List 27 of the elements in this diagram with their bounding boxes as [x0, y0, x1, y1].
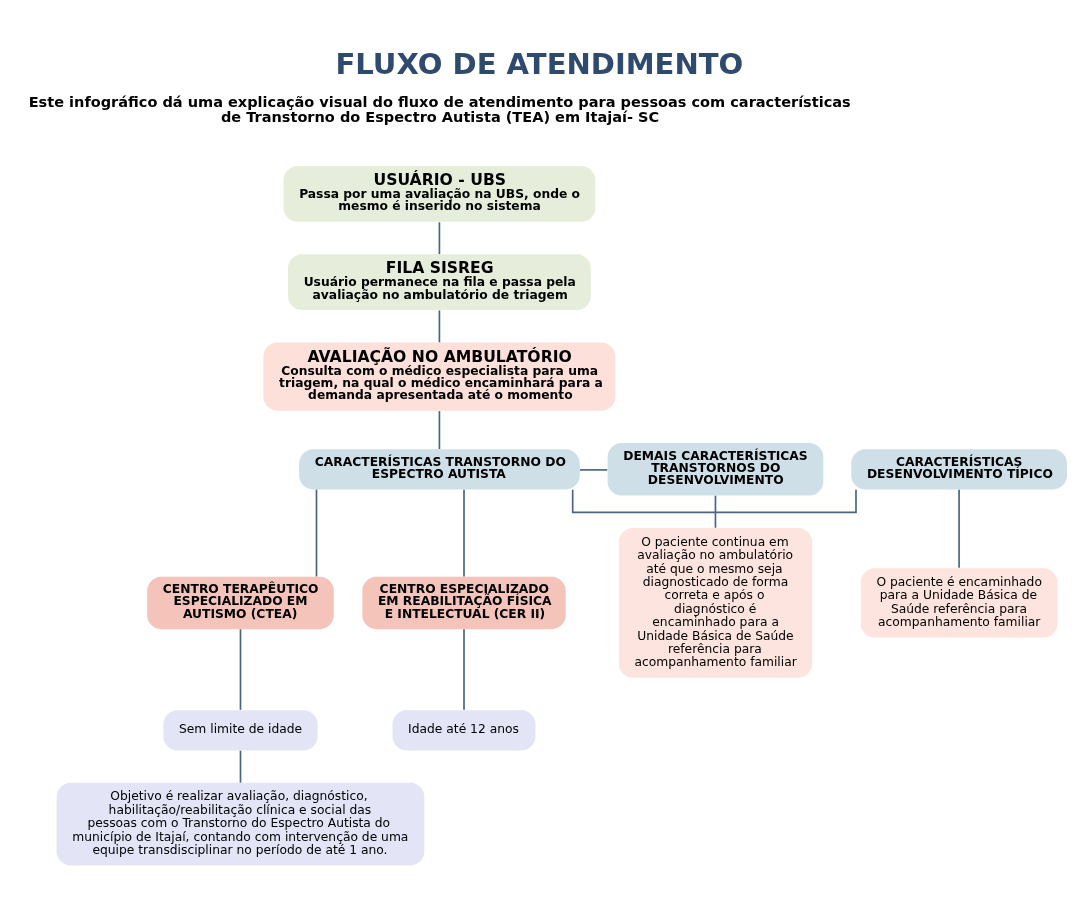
node-box: Sem limite de idade	[163, 710, 318, 751]
node-box: O paciente continua em avaliação no ambulatório até que o mesmo seja diagnosticado de forma correta e após o diagnóstico é encaminhado para a Unidade Básica de Saúde referência para acompanhamento familiar	[618, 528, 813, 678]
node-box: DEMAIS CARACTERÍSTICAS TRANSTORNOS DO DESENVOLVIMENTO	[607, 443, 824, 496]
node-box: Objetivo é realizar avaliação, diagnóstico, habilitação/reabilitação clínica e social das pessoas com o Transtorno do Espectro Autista do município de Itajaí, contando com intervenção de uma equipe transdisciplinar no período de até 1 ano.	[56, 782, 425, 866]
connector	[714, 494, 717, 529]
connector	[571, 489, 857, 514]
node-box: Idade até 12 anos	[392, 710, 536, 751]
connector	[438, 221, 441, 255]
diagram-title: FLUXO DE ATENDIMENTO	[335, 47, 744, 82]
connector	[315, 488, 318, 578]
connector	[438, 309, 441, 344]
node-box: CARACTERÍSTICAS TRANSTORNO DO ESPECTRO AUTISTA	[299, 449, 580, 490]
node-box: CENTRO ESPECIALIZADO EM REABILITAÇÃO FÍSICA E INTELECTUAL (CER II)	[362, 576, 566, 630]
node-box: USUÁRIO - UBS Passa por uma avaliação na UBS, onde o mesmo é inserido no sistema	[283, 165, 596, 222]
label: Este infográfico dá uma explicação visual do fluxo de atendimento para pessoas com características de Transtorno do Espectro Autista (TEA) em Itajaí- SC	[28, 94, 851, 125]
node-box: CARACTERÍSTICAS DESENVOLVIMENTO TÍPICO	[851, 449, 1067, 490]
connector	[239, 749, 242, 784]
connector	[239, 628, 242, 711]
connector	[438, 410, 441, 450]
connector	[463, 488, 465, 578]
node-box: O paciente é encaminhado para a Unidade Básica de Saúde referência para acompanhamento familiar	[860, 568, 1058, 638]
connector	[579, 469, 609, 471]
connector	[463, 628, 465, 711]
node-box: FILA SISREG Usuário permanece na fila e passa pela avaliação no ambulatório de triagem	[288, 254, 591, 311]
node-box: CENTRO TERAPÊUTICO ESPECIALIZADO EM AUTISMO (CTEA)	[147, 576, 334, 630]
connector	[958, 488, 960, 569]
node-box: AVALIAÇÃO NO AMBULATÓRIO Consulta com o médico especialista para uma triagem, na qual o médico encaminhará para a demanda apresentada até o momento	[263, 342, 616, 411]
